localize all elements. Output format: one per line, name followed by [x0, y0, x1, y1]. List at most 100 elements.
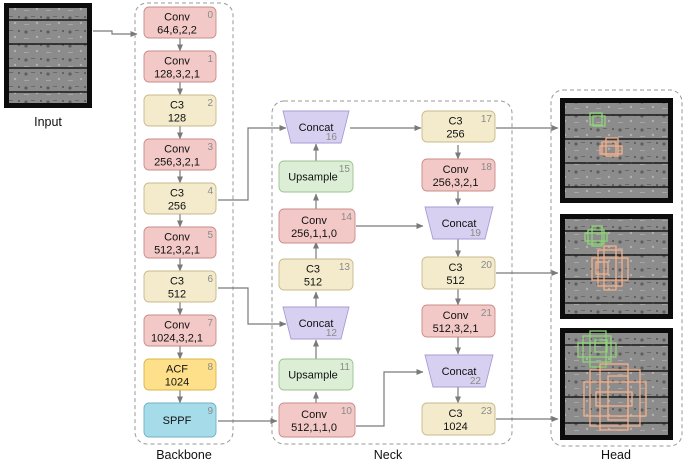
block-shape — [143, 94, 217, 127]
block-index: 4 — [207, 186, 213, 197]
block-index: 8 — [207, 362, 213, 373]
neck-label: Neck — [374, 448, 403, 462]
block-name: C3 — [448, 262, 462, 274]
block-shape — [421, 304, 496, 338]
connectors — [93, 30, 559, 427]
block-name: Conv — [443, 310, 469, 322]
block-index: 7 — [207, 318, 213, 329]
input-image — [4, 3, 92, 108]
block-name: Upsample — [288, 370, 338, 382]
block-name: Conv — [164, 320, 190, 332]
block-shape — [278, 258, 354, 291]
blocks-layer: Conv64,6,2,20Conv128,3,2,11C31282Conv256… — [143, 6, 496, 438]
detection-box-small — [589, 112, 606, 127]
detection-box-large — [591, 245, 629, 291]
block-params: 512,1,1,0 — [291, 422, 337, 434]
block-name: Concat — [442, 218, 477, 230]
block-shape — [143, 270, 217, 303]
block-index: 10 — [341, 406, 353, 417]
block-shape — [143, 6, 217, 39]
block-params: 512 — [168, 289, 186, 301]
block-shape — [278, 208, 356, 244]
block-name: Conv — [164, 232, 190, 244]
block-shape — [278, 160, 354, 193]
block-index: 9 — [207, 406, 213, 417]
detection-box-small — [584, 225, 608, 247]
block-shape — [421, 158, 496, 192]
block-name: C3 — [170, 188, 184, 200]
block-index: 19 — [470, 228, 482, 239]
block-index: 12 — [326, 328, 338, 339]
block-name: Concat — [299, 318, 334, 330]
block-index: 5 — [207, 230, 213, 241]
block-shape — [282, 306, 350, 340]
block-index: 17 — [481, 114, 493, 125]
block-shape — [278, 402, 356, 438]
backbone-label: Backbone — [156, 448, 212, 462]
block-index: 14 — [341, 212, 353, 223]
output-image-2 — [560, 214, 673, 319]
block-name: Conv — [164, 56, 190, 68]
block-params: 512,3,2,1 — [154, 245, 200, 257]
block-index: 18 — [481, 162, 493, 173]
block-name: ACF — [166, 364, 188, 376]
block-name: Conv — [164, 12, 190, 24]
block-name: C3 — [448, 408, 462, 420]
block-shape — [143, 138, 217, 171]
block-index: 23 — [481, 406, 493, 417]
block-params: 512 — [304, 277, 322, 289]
block-name: Conv — [164, 144, 190, 156]
block-params: 256,3,2,1 — [433, 177, 479, 189]
block-name: Upsample — [288, 172, 338, 184]
block-name: Conv — [301, 215, 327, 227]
block-params: 128 — [168, 113, 186, 125]
block-index: 20 — [481, 260, 493, 271]
block-name: C3 — [170, 100, 184, 112]
block-index: 22 — [470, 376, 482, 387]
block-params: 1024 — [165, 377, 189, 389]
block-params: 256 — [168, 201, 186, 213]
block-index: 2 — [207, 98, 213, 109]
block-name: Concat — [299, 122, 334, 134]
block-shape — [282, 110, 350, 144]
block-shape — [143, 50, 217, 83]
block-index: 1 — [207, 54, 213, 65]
block-index: 6 — [207, 274, 213, 285]
backbone-container — [134, 2, 234, 445]
block-index: 16 — [326, 132, 338, 143]
detection-box-large — [583, 363, 647, 431]
input-label: Input — [34, 115, 62, 129]
block-index: 13 — [339, 262, 351, 273]
detection-box-small — [577, 330, 617, 368]
output-image-3 — [560, 328, 673, 440]
block-index: 21 — [481, 308, 493, 319]
block-shape — [421, 110, 496, 143]
block-name: Concat — [442, 366, 477, 378]
block-index: 3 — [207, 142, 213, 153]
head-label: Head — [601, 448, 631, 462]
block-params: 128,3,2,1 — [154, 69, 200, 81]
block-shape — [143, 358, 217, 391]
block-shape — [278, 358, 354, 391]
block-name: SPPF — [163, 415, 192, 427]
block-name: C3 — [170, 276, 184, 288]
